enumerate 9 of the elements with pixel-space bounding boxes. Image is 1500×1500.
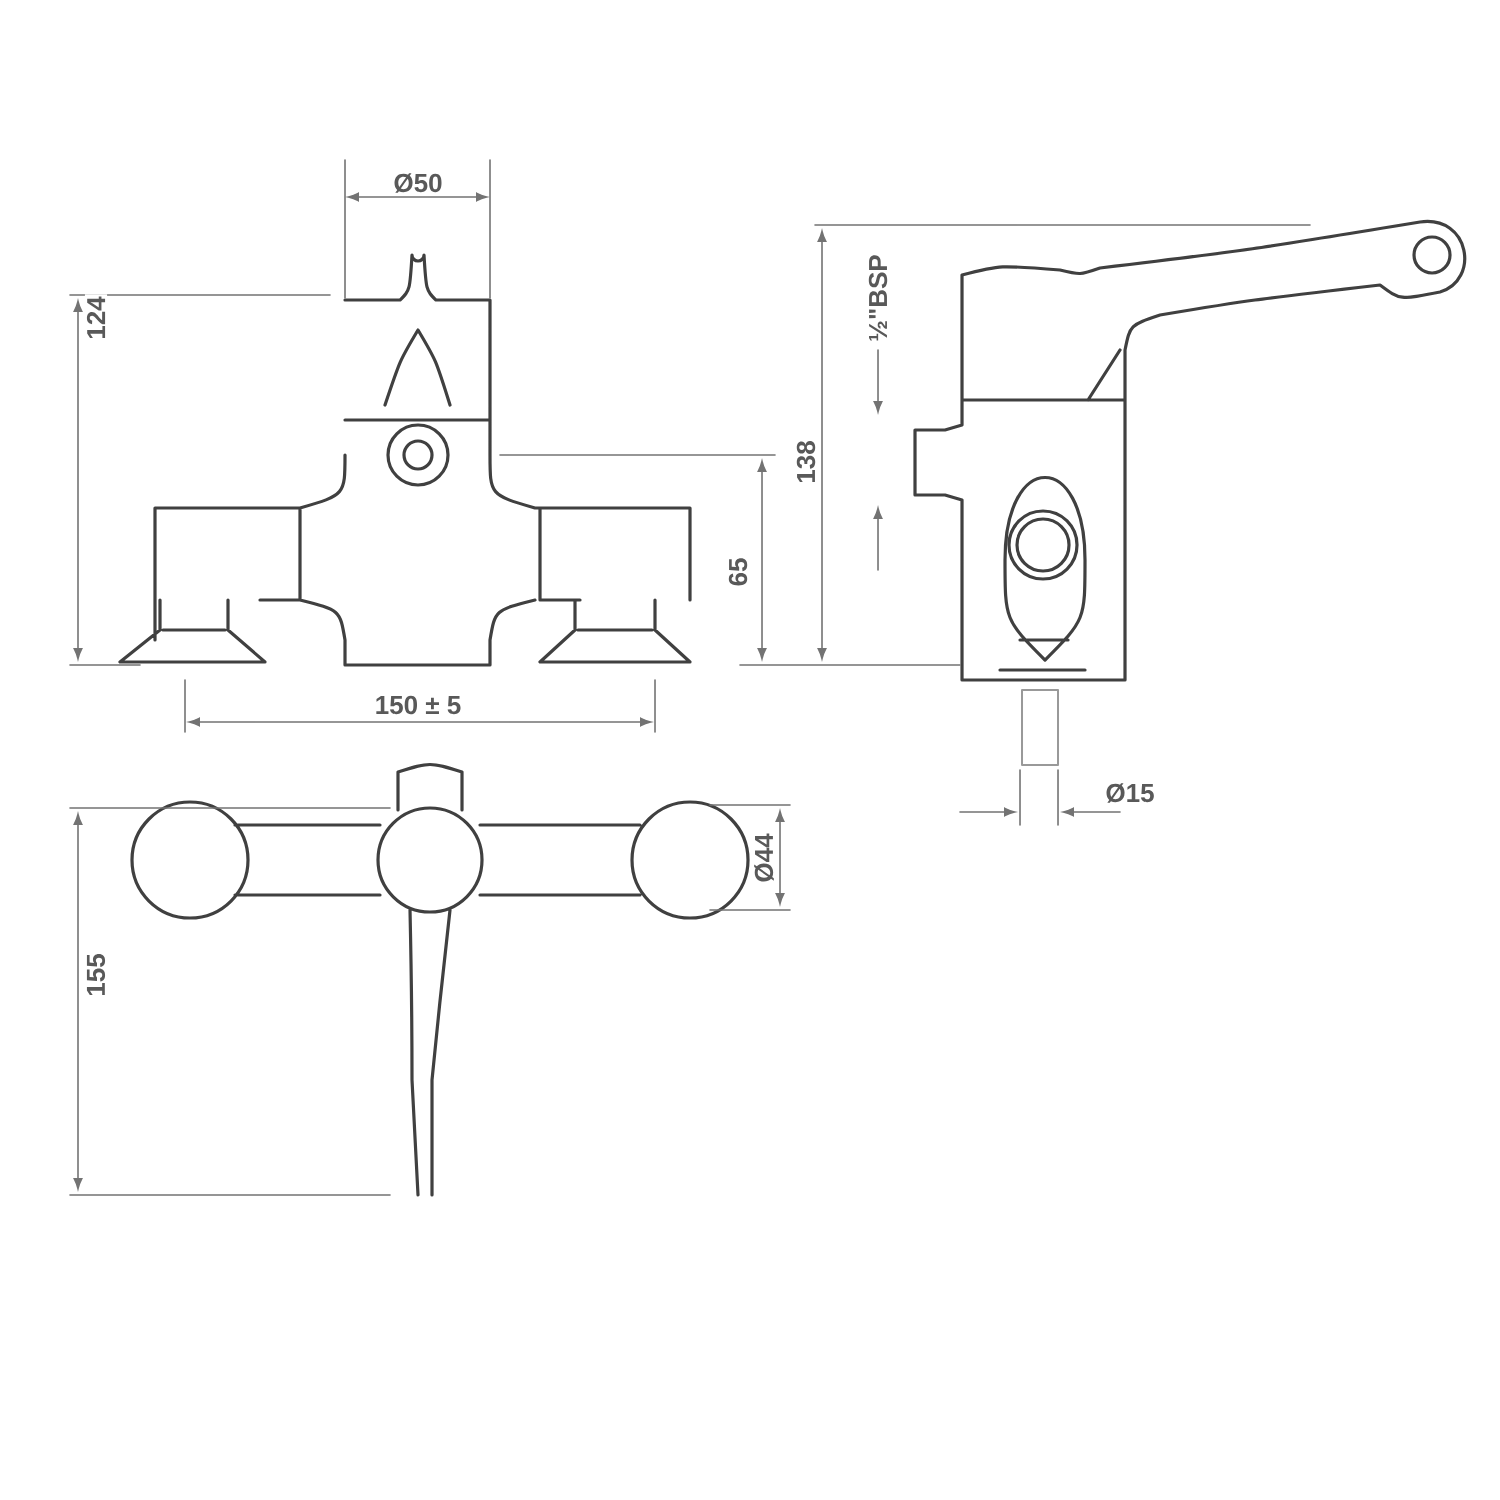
dimension-label: 155 [84,951,108,999]
dimension-label: ½"BSP [866,252,890,344]
dimension-label: 65 [726,555,750,589]
dimension-label: Ø50 [391,171,445,195]
dimension-label: Ø15 [1103,781,1157,805]
dimension-label: 150 ± 5 [372,693,464,717]
dimension-label: Ø44 [752,831,776,885]
dimension-label: 138 [794,438,818,486]
dimension-label: 124 [84,294,108,342]
